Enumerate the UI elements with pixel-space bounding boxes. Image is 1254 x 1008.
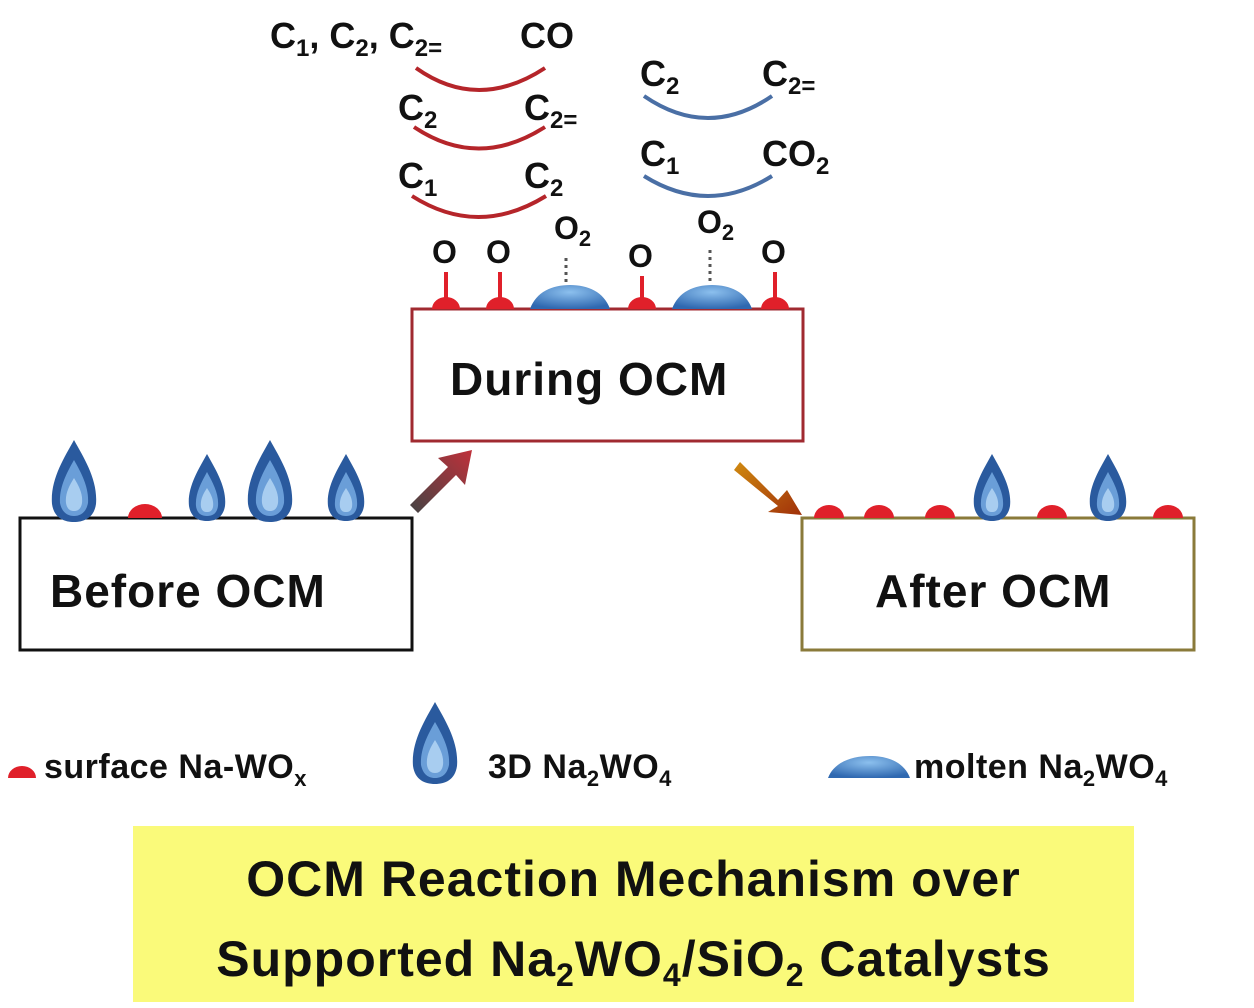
before-ocm-label: Before OCM bbox=[50, 565, 326, 617]
arrow-during-to-after bbox=[734, 462, 802, 515]
caption-line-1: OCM Reaction Mechanism over bbox=[246, 851, 1021, 907]
c2-ethylene-label: C2= bbox=[524, 87, 578, 134]
c1-label: C1 bbox=[640, 133, 680, 180]
red-reaction-curves bbox=[410, 66, 548, 219]
molten-na2wo4-icon bbox=[530, 285, 610, 309]
molten-na2wo4-legend-icon bbox=[828, 756, 910, 778]
c1-label: C1 bbox=[398, 155, 438, 202]
c2-label: C2 bbox=[398, 87, 438, 134]
3d-na2wo4-cluster-icon bbox=[327, 454, 365, 521]
surface-oxygen-label: O bbox=[432, 234, 457, 270]
surface-oxygen-label: O bbox=[761, 234, 786, 270]
3d-na2wo4-cluster-icon bbox=[51, 440, 97, 522]
during-surface-sites bbox=[432, 250, 789, 309]
caption-box: OCM Reaction Mechanism over Supported Na… bbox=[133, 826, 1134, 1002]
co-label: CO bbox=[520, 15, 574, 56]
legend-icons bbox=[8, 702, 910, 784]
3d-na2wo4-legend-icon bbox=[412, 702, 458, 784]
legend-surface-na-wox: surface Na-WOx bbox=[44, 748, 307, 791]
before-ocm-box bbox=[18, 516, 414, 652]
3d-na2wo4-cluster-icon bbox=[188, 454, 226, 521]
product-list-label: C1, C2, C2= bbox=[270, 15, 443, 62]
legend-3d-na2wo4: 3D Na2WO4 bbox=[488, 748, 672, 791]
during-ocm-label: During OCM bbox=[450, 353, 729, 405]
c2-label: C2 bbox=[524, 155, 564, 202]
surface-oxygen-label: O bbox=[628, 238, 653, 274]
c2-ethylene-label: C2= bbox=[762, 53, 816, 100]
co2-label: CO2 bbox=[762, 133, 830, 180]
adsorbed-o2-label: O2 bbox=[554, 210, 592, 251]
blue-reaction-curves bbox=[642, 94, 774, 198]
arrow-before-to-during bbox=[410, 450, 472, 513]
surface-oxygen-label: O bbox=[486, 234, 511, 270]
caption-line-2: Supported Na2WO4/SiO2 Catalysts bbox=[216, 931, 1051, 993]
surface-na-wox-site-icon bbox=[128, 504, 162, 518]
after-ocm-label: After OCM bbox=[875, 565, 1112, 617]
adsorbed-o2-label: O2 bbox=[697, 204, 735, 245]
during-ocm-box bbox=[410, 307, 805, 443]
surface-na-wox-legend-icon bbox=[8, 766, 36, 778]
c2-label: C2 bbox=[640, 53, 680, 100]
legend-molten-na2wo4: molten Na2WO4 bbox=[914, 748, 1168, 791]
after-surface-sites bbox=[814, 454, 1183, 521]
3d-na2wo4-cluster-icon bbox=[247, 440, 293, 522]
molten-na2wo4-icon bbox=[672, 285, 752, 309]
